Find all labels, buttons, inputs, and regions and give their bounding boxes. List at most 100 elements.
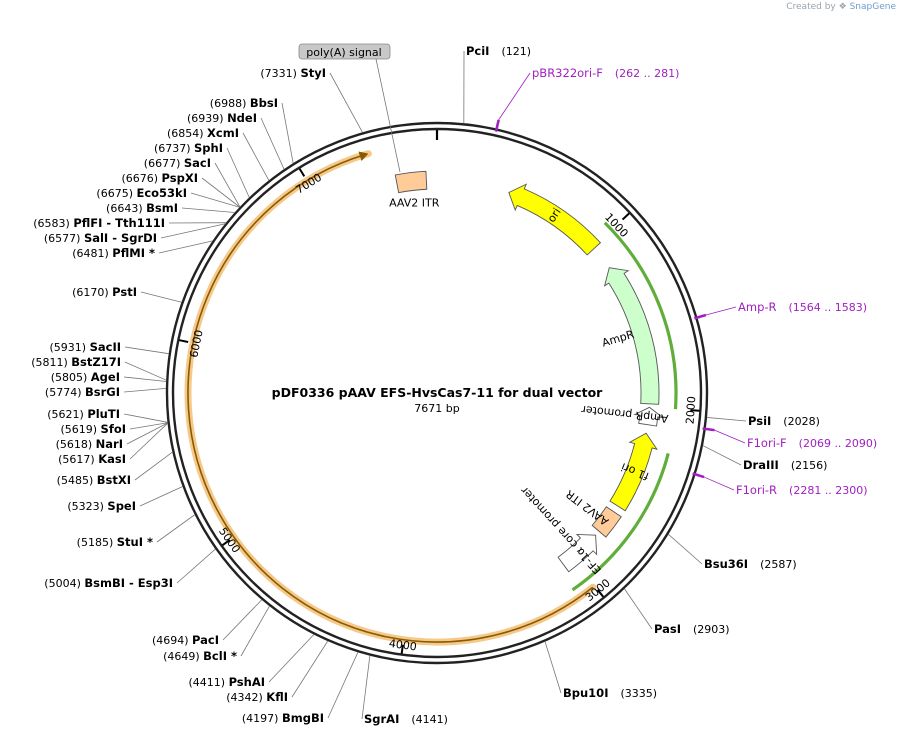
site-label-pflfi-tth111i[interactable]: (6583) PflFI - Tth111I bbox=[33, 216, 165, 230]
site-label-paci[interactable]: (4694) PacI bbox=[152, 633, 219, 647]
site-name: PshAI bbox=[229, 675, 265, 689]
primer-mark-f1ori-f bbox=[702, 427, 715, 432]
tick-2000 bbox=[690, 409, 700, 412]
site-label-pspxi[interactable]: (6676) PspXI bbox=[121, 171, 198, 185]
site-label-sgrai[interactable]: SgrAI(4141) bbox=[364, 712, 448, 726]
site-position: (5931) bbox=[50, 341, 90, 354]
tick-1000 bbox=[621, 212, 630, 221]
site-leader-xcmi bbox=[242, 132, 270, 181]
site-label-spei[interactable]: (5323) SpeI bbox=[67, 499, 136, 513]
feature-aav2-itr-left[interactable] bbox=[394, 170, 428, 194]
site-label-agei[interactable]: (5805) AgeI bbox=[51, 370, 120, 384]
site-label-bmgbi[interactable]: (4197) BmgBI bbox=[242, 711, 324, 725]
site-name: BstXI bbox=[97, 473, 131, 487]
feature-f1-ori[interactable] bbox=[609, 432, 658, 512]
site-label-pflmi[interactable]: (6481) PflMI * bbox=[72, 246, 155, 260]
tick-3000 bbox=[596, 589, 605, 598]
site-label-bsmbi-esp3i[interactable]: (5004) BsmBI - Esp3I bbox=[44, 576, 173, 590]
polya-tag-label: poly(A) signal bbox=[306, 46, 381, 59]
site-label-kfli[interactable]: (4342) KflI bbox=[226, 690, 288, 704]
site-label-sfoi[interactable]: (5619) SfoI bbox=[60, 422, 126, 436]
backbone-inner-strand bbox=[171, 127, 703, 659]
site-name: SalI - SgrDI bbox=[84, 231, 157, 245]
site-name: SpeI bbox=[107, 499, 136, 513]
site-label-sphi[interactable]: (6737) SphI bbox=[154, 141, 223, 155]
site-label-bsrgi[interactable]: (5774) BsrGI bbox=[45, 385, 120, 399]
site-name: BclI * bbox=[203, 649, 237, 663]
site-name: BsrGI bbox=[85, 385, 120, 399]
site-leader-spei bbox=[139, 486, 183, 507]
site-position: (6675) bbox=[96, 187, 136, 200]
site-label-bstz17i[interactable]: (5811) BstZ17I bbox=[31, 355, 121, 369]
site-label-kasi[interactable]: (5617) KasI bbox=[58, 452, 126, 466]
site-name: NdeI bbox=[227, 111, 257, 125]
feature-ef-1a-core-promoter[interactable] bbox=[557, 533, 598, 573]
site-label-pshai[interactable]: (4411) PshAI bbox=[188, 675, 265, 689]
tick-label-7000: 7000 bbox=[293, 171, 324, 197]
primer-layer: pBR322ori-F(262 .. 281) Amp-R(1564 .. 158… bbox=[494, 66, 877, 497]
site-label-sali-sgrdi[interactable]: (6577) SalI - SgrDI bbox=[44, 231, 157, 245]
site-position: (5618) bbox=[56, 438, 96, 451]
site-position: (6854) bbox=[167, 127, 207, 140]
site-label-bpu10i[interactable]: Bpu10I(3335) bbox=[563, 686, 657, 700]
site-label-bcli[interactable]: (4649) BclI * bbox=[163, 649, 237, 663]
feature-ampr[interactable] bbox=[603, 267, 660, 405]
tick-label-2000: 2000 bbox=[683, 396, 698, 425]
site-layer: PciI(121) PsiI(2028) DraIII(2156) Bsu36I(25… bbox=[31, 44, 827, 726]
primer-mark-f1ori-r bbox=[692, 472, 705, 479]
site-label-psii[interactable]: PsiI(2028) bbox=[748, 414, 820, 428]
site-name: BsmBI - Esp3I bbox=[84, 576, 173, 590]
site-position: (5004) bbox=[44, 577, 84, 590]
site-label-draiii[interactable]: DraIII(2156) bbox=[743, 458, 827, 472]
primer-label-pbr322ori-f[interactable]: pBR322ori-F(262 .. 281) bbox=[532, 66, 679, 80]
site-position: (5185) bbox=[77, 536, 117, 549]
site-label-psti[interactable]: (6170) PstI bbox=[72, 285, 137, 299]
primer-label-f1ori-f[interactable]: F1ori-F(2069 .. 2090) bbox=[747, 436, 877, 450]
site-label-saci[interactable]: (6677) SacI bbox=[144, 156, 211, 170]
site-position: (4197) bbox=[242, 712, 282, 725]
feature-label-aav2-itr-left: AAV2 ITR bbox=[389, 196, 440, 209]
polya-tag[interactable]: poly(A) signal bbox=[298, 43, 401, 173]
site-label-ndei[interactable]: (6939) NdeI bbox=[187, 111, 257, 125]
site-label-bsmi[interactable]: (6643) BsmI bbox=[106, 201, 178, 215]
site-label-pcii[interactable]: PciI(121) bbox=[466, 44, 531, 58]
site-label-bsu36i[interactable]: Bsu36I(2587) bbox=[704, 557, 797, 571]
feature-ampr-promoter[interactable] bbox=[633, 406, 665, 427]
green-band-2 bbox=[571, 453, 670, 592]
site-position: (5617) bbox=[58, 453, 98, 466]
site-label-xcmi[interactable]: (6854) XcmI bbox=[167, 126, 239, 140]
primer-label-amp-r[interactable]: Amp-R(1564 .. 1583) bbox=[738, 300, 867, 314]
site-label-nari[interactable]: (5618) NarI bbox=[56, 437, 123, 451]
insert-layer bbox=[184, 150, 597, 646]
site-label-styi[interactable]: (7331) StyI bbox=[260, 66, 326, 80]
site-label-bstxi[interactable]: (5485) BstXI bbox=[57, 473, 131, 487]
feature-aav2-itr-right[interactable] bbox=[591, 506, 622, 538]
site-label-sacii[interactable]: (5931) SacII bbox=[50, 340, 122, 354]
primer-label-f1ori-r[interactable]: F1ori-R(2281 .. 2300) bbox=[736, 483, 868, 497]
site-position: (5619) bbox=[60, 423, 100, 436]
site-position: (6677) bbox=[144, 157, 184, 170]
site-leader-stui bbox=[156, 514, 196, 543]
site-label-bbsi[interactable]: (6988) BbsI bbox=[210, 96, 278, 110]
site-leader-bcli bbox=[240, 605, 270, 657]
primer-leader-f1ori-r bbox=[703, 476, 735, 491]
site-label-eco53ki[interactable]: (6675) Eco53kI bbox=[96, 186, 187, 200]
site-name: PciI bbox=[466, 44, 489, 58]
site-label-stui[interactable]: (5185) StuI * bbox=[77, 535, 153, 549]
green-band-1 bbox=[603, 221, 678, 410]
primer-range: (262 .. 281) bbox=[615, 67, 680, 80]
site-label-pasi[interactable]: PasI(2903) bbox=[654, 622, 730, 636]
insert-line bbox=[187, 153, 594, 643]
site-name: BbsI bbox=[250, 96, 278, 110]
site-position: (2028) bbox=[783, 415, 820, 428]
feature-ori[interactable] bbox=[508, 183, 602, 256]
feature-label-ampr: AmpR bbox=[600, 328, 636, 350]
site-label-pluti[interactable]: (5621) PluTI bbox=[47, 407, 120, 421]
snapgene-credit: Created by ❖ SnapGene bbox=[786, 2, 896, 12]
plasmid-length: 7671 bp bbox=[414, 402, 459, 415]
credit-prefix: Created by bbox=[786, 2, 836, 12]
site-position: (6481) bbox=[72, 247, 112, 260]
polya-tag-box[interactable] bbox=[298, 43, 391, 60]
